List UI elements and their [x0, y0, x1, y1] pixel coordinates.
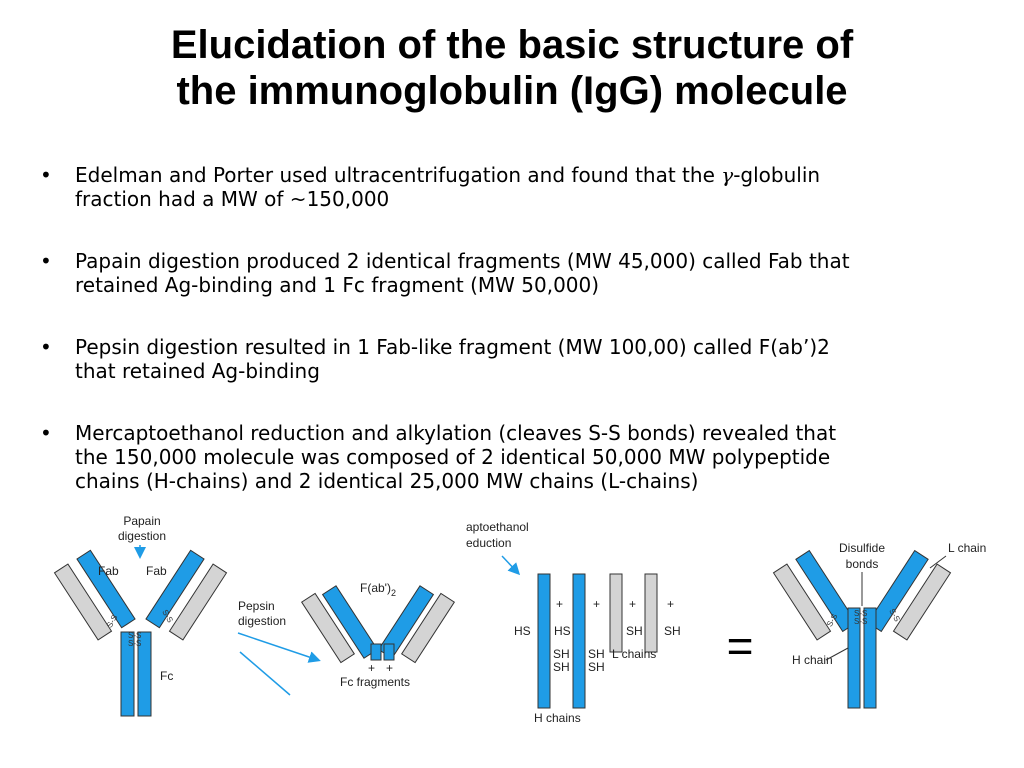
bullet-list: Edelman and Porter used ultracentrifugat… — [40, 163, 1015, 493]
hinge — [370, 643, 382, 661]
sh-label: SH — [664, 624, 681, 638]
hs-label: HS — [514, 624, 531, 638]
light-chain — [609, 573, 623, 653]
slide-title: Elucidation of the basic structure of th… — [0, 22, 1024, 114]
plus-mark: + — [667, 597, 674, 611]
bullet-text: Edelman and Porter used ultracentrifugat… — [75, 163, 722, 187]
plus-mark: + — [368, 661, 375, 675]
light-chain — [772, 563, 832, 641]
heavy-chain — [863, 607, 877, 709]
igg-panel: Disulfide bonds L chain S-S S-S S-S S-S … — [772, 541, 986, 709]
papain-panel: Papain digestion Fab Fab S-S S-S S-S S-S… — [53, 514, 228, 717]
papain-label-1: Papain — [123, 514, 160, 528]
light-chain — [892, 563, 952, 641]
callout-line — [825, 647, 849, 661]
sh-label: SH — [553, 647, 570, 661]
bullet-text: chains (H-chains) and 2 identical 25,000… — [75, 469, 699, 493]
bullet-text: Papain digestion produced 2 identical fr… — [75, 249, 850, 273]
plus-mark: + — [629, 597, 636, 611]
pepsin-arrow — [237, 632, 321, 663]
h-chain-label: H chain — [792, 653, 833, 667]
bullet-item: Mercaptoethanol reduction and alkylation… — [40, 421, 1015, 493]
callout-line — [929, 555, 947, 569]
l-chain-label: L chain — [948, 541, 986, 555]
disulfide-mark: S-S — [128, 631, 141, 640]
heavy-chain — [572, 573, 586, 709]
bullet-text: retained Ag-binding and 1 Fc fragment (M… — [75, 273, 600, 297]
light-chain — [53, 563, 113, 641]
papain-label-2: digestion — [118, 529, 166, 543]
bullet-text: -globulin — [733, 163, 821, 187]
bullet-text: the 150,000 molecule was composed of 2 i… — [75, 445, 831, 469]
fc-chain — [120, 631, 135, 717]
title-line-2: the immunoglobulin (IgG) molecule — [176, 69, 848, 113]
pepsin-label-2: digestion — [238, 614, 286, 628]
merc-label-2: eduction — [466, 536, 511, 550]
equals-sign: = — [727, 620, 754, 672]
sh-label: SH — [588, 660, 605, 674]
fab-right-label: Fab — [146, 564, 167, 578]
merc-arrow — [501, 555, 521, 576]
merc-label-1: aptoethanol — [466, 520, 529, 534]
heavy-chain-fab — [145, 549, 205, 629]
heavy-chain — [537, 573, 551, 709]
disulfide-mark: S-S — [887, 607, 901, 623]
light-chain — [400, 592, 456, 664]
fc-chain — [137, 631, 152, 717]
fc-fragments-label: Fc fragments — [340, 675, 410, 689]
h-chains-label: H chains — [534, 711, 581, 725]
bullet-text: Mercaptoethanol reduction and alkylation… — [75, 421, 837, 445]
pepsin-panel: Pepsin digestion F(ab')2 + + Fc fragment… — [237, 581, 456, 696]
light-chain — [168, 563, 228, 641]
light-chain — [644, 573, 658, 653]
bullet-text: Pepsin digestion resulted in 1 Fab-like … — [75, 335, 830, 359]
light-chain — [300, 592, 356, 664]
bullet-text: that retained Ag-binding — [75, 359, 320, 383]
fc-label: Fc — [160, 669, 173, 683]
disulfide-mark: S-S — [128, 639, 141, 648]
plus-mark: + — [593, 597, 600, 611]
sh-label: SH — [626, 624, 643, 638]
sh-label: SH — [588, 647, 605, 661]
pepsin-label-1: Pepsin — [238, 599, 275, 613]
mercaptoethanol-panel: aptoethanol eduction + + + + HS HS SH SH… — [466, 520, 681, 725]
bullet-item: Edelman and Porter used ultracentrifugat… — [40, 163, 1015, 211]
disulfide-mark: S-S — [854, 617, 867, 626]
plus-mark: + — [556, 597, 563, 611]
heavy-chain — [847, 607, 861, 709]
disulfide-mark: S-S — [854, 609, 867, 618]
heavy-chain-fab — [76, 549, 136, 629]
hs-label: HS — [554, 624, 571, 638]
bullet-item: Papain digestion produced 2 identical fr… — [40, 249, 1015, 297]
l-chains-label: L chains — [612, 647, 656, 661]
pepsin-arrow-2 — [239, 651, 291, 696]
disulfide-label-2: bonds — [846, 557, 879, 571]
fab2-label: F(ab')2 — [360, 581, 396, 598]
sh-label: SH — [553, 660, 570, 674]
bullet-item: Pepsin digestion resulted in 1 Fab-like … — [40, 335, 1015, 383]
bullet-text: fraction had a MW of ~150,000 — [75, 187, 390, 211]
fab-left-label: Fab — [98, 564, 119, 578]
disulfide-label-1: Disulfide — [839, 541, 885, 555]
title-line-1: Elucidation of the basic structure of — [170, 23, 854, 67]
gamma-symbol: γ — [721, 163, 734, 187]
plus-mark: + — [386, 661, 393, 675]
hinge — [383, 643, 395, 661]
